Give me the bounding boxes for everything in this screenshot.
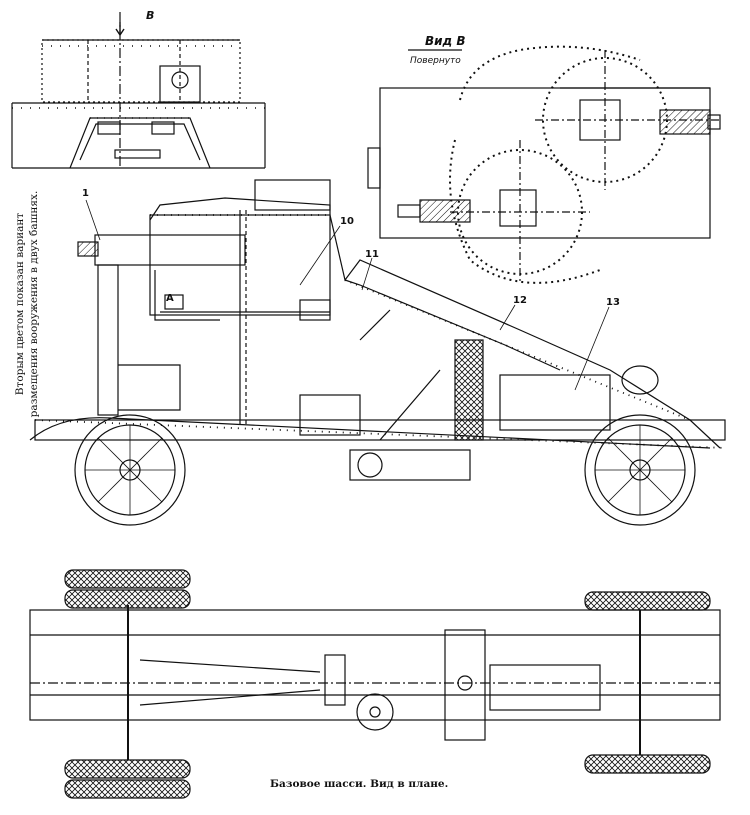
callout-1: 1 [82, 188, 89, 199]
chassis-plan [29, 569, 721, 799]
side-note-line-2: размещения вооружения в двух башнях. [28, 190, 40, 418]
side-elevation [29, 179, 726, 526]
side-note: Вторым цветом показан вариант размещения… [13, 159, 41, 449]
side-note-line-1: Вторым цветом показан вариант [14, 212, 26, 396]
marker-a: А [166, 293, 174, 304]
view-b-subtitle: Повернуто [410, 56, 461, 66]
view-b-arrow-label: В [146, 9, 155, 22]
callout-13: 13 [606, 297, 620, 308]
top-view-turret [11, 12, 266, 169]
view-b-title: Вид В [425, 34, 466, 48]
callout-11: 11 [365, 249, 379, 260]
figure-caption: Базовое шасси. Вид в плане. [270, 778, 449, 790]
callout-12: 12 [513, 295, 527, 306]
view-b [367, 45, 721, 284]
callout-10: 10 [340, 216, 354, 227]
